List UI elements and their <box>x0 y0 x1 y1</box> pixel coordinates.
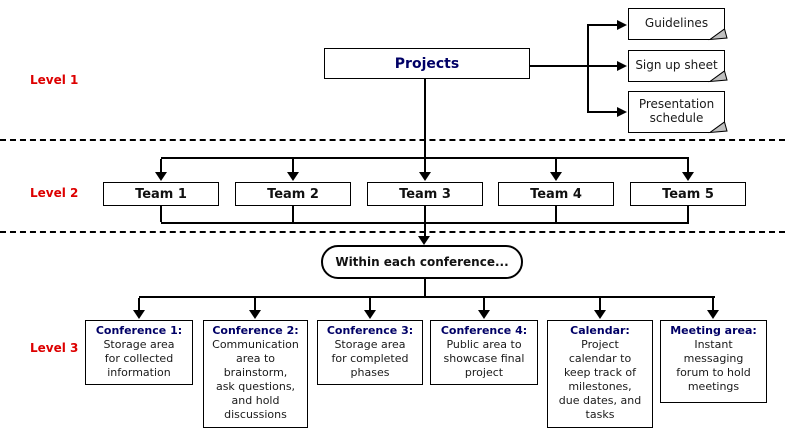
connector <box>292 206 294 222</box>
arrowhead-right-icon <box>617 61 627 71</box>
level-2-label: Level 2 <box>30 186 79 200</box>
arrowhead-down-icon <box>418 236 430 245</box>
arrowhead-down-icon <box>249 310 261 319</box>
level-3-label: Level 3 <box>30 341 79 355</box>
node-projects-label: Projects <box>394 55 460 72</box>
arrowhead-down-icon <box>478 310 490 319</box>
node-calendar-body: Project calendar to keep track of milest… <box>558 338 642 421</box>
connector <box>161 157 689 159</box>
node-team-1: Team 1 <box>103 182 219 206</box>
node-conference-1: Conference 1: Storage area for collected… <box>85 320 193 385</box>
connector <box>424 159 426 173</box>
conference-note-label: Within each conference... <box>335 255 509 269</box>
connector <box>599 298 601 310</box>
arrowhead-down-icon <box>594 310 606 319</box>
node-projects: Projects <box>324 48 530 79</box>
node-conference-4: Conference 4: Public area to showcase fi… <box>430 320 538 385</box>
node-team-4-label: Team 4 <box>530 186 582 202</box>
node-calendar: Calendar: Project calendar to keep track… <box>547 320 653 428</box>
node-team-2: Team 2 <box>235 182 351 206</box>
connector <box>588 24 617 26</box>
node-calendar-title: Calendar: <box>570 324 630 337</box>
level-separator-2 <box>0 231 785 233</box>
doc-presentation-schedule: Presentation schedule <box>628 91 728 134</box>
folded-corner-icon <box>628 8 728 41</box>
arrowhead-down-icon <box>707 310 719 319</box>
arrowhead-down-icon <box>287 172 299 181</box>
node-conference-2-body: Communication area to brainstorm, ask qu… <box>212 338 299 421</box>
arrowhead-down-icon <box>155 172 167 181</box>
node-meeting-area-body: Instant messaging forum to hold meetings <box>676 338 751 393</box>
arrowhead-down-icon <box>364 310 376 319</box>
connector <box>555 206 557 222</box>
node-conference-2: Conference 2: Communication area to brai… <box>203 320 308 428</box>
node-meeting-area-title: Meeting area: <box>670 324 757 337</box>
connector <box>254 298 256 310</box>
node-meeting-area: Meeting area: Instant messaging forum to… <box>660 320 767 403</box>
connector <box>687 206 689 222</box>
doc-sign-up-sheet: Sign up sheet <box>628 50 728 83</box>
arrowhead-down-icon <box>550 172 562 181</box>
connector <box>424 79 426 157</box>
node-conference-2-title: Conference 2: <box>212 324 299 337</box>
node-team-2-label: Team 2 <box>267 186 319 202</box>
arrowhead-down-icon <box>682 172 694 181</box>
doc-sign-up-sheet-label: Sign up sheet <box>635 58 718 72</box>
node-team-1-label: Team 1 <box>135 186 187 202</box>
node-conference-4-body: Public area to showcase final project <box>443 338 525 379</box>
connector <box>555 159 557 173</box>
node-conference-1-body: Storage area for collected information <box>103 338 175 379</box>
conference-note: Within each conference... <box>321 245 523 279</box>
connector <box>530 65 618 67</box>
node-conference-3-title: Conference 3: <box>326 324 414 337</box>
connector <box>588 111 617 113</box>
arrowhead-down-icon <box>419 172 431 181</box>
connector <box>687 159 689 173</box>
level-separator-1 <box>0 139 785 141</box>
connector <box>424 224 426 237</box>
level-1-label: Level 1 <box>30 73 79 87</box>
node-team-3: Team 3 <box>367 182 483 206</box>
connector <box>139 296 715 298</box>
connector <box>161 222 689 224</box>
connector <box>160 159 162 173</box>
node-conference-1-title: Conference 1: <box>95 324 183 337</box>
node-team-5-label: Team 5 <box>662 186 714 202</box>
doc-guidelines: Guidelines <box>628 8 728 41</box>
doc-presentation-schedule-label: Presentation schedule <box>638 97 715 125</box>
arrowhead-down-icon <box>133 310 145 319</box>
node-conference-3-body: Storage area for completed phases <box>331 338 409 379</box>
connector <box>292 159 294 173</box>
node-team-3-label: Team 3 <box>399 186 451 202</box>
node-conference-4-title: Conference 4: <box>440 324 528 337</box>
node-conference-3: Conference 3: Storage area for completed… <box>317 320 423 385</box>
arrowhead-right-icon <box>617 107 627 117</box>
folded-corner-icon <box>628 50 728 83</box>
connector <box>587 24 589 113</box>
connector <box>138 298 140 310</box>
connector <box>712 298 714 310</box>
connector <box>483 298 485 310</box>
connector <box>160 206 162 222</box>
connector <box>424 206 426 222</box>
connector <box>424 279 426 297</box>
node-team-4: Team 4 <box>498 182 614 206</box>
folded-corner-icon <box>628 91 728 134</box>
connector <box>369 298 371 310</box>
doc-guidelines-label: Guidelines <box>644 16 709 30</box>
arrowhead-right-icon <box>617 20 627 30</box>
node-team-5: Team 5 <box>630 182 746 206</box>
